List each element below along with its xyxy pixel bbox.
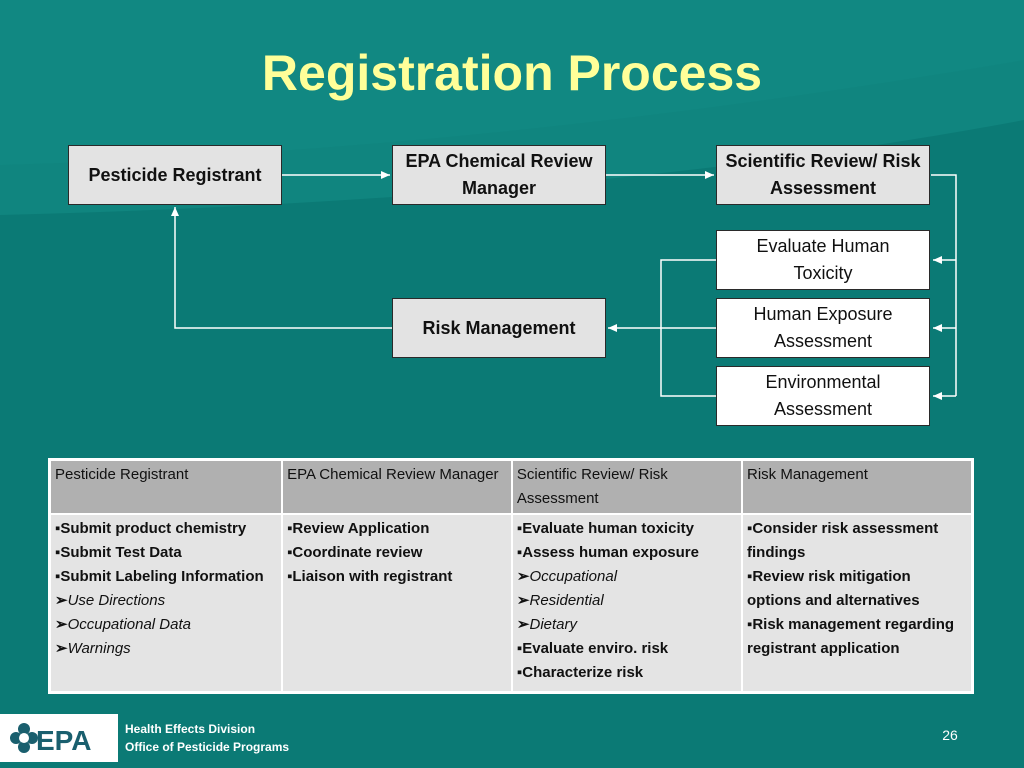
list-item: ▪Risk management regarding registrant ap…	[747, 616, 955, 657]
epa-flower-icon: EPA	[10, 723, 92, 756]
sub-list-item: ➢Warnings	[55, 640, 131, 657]
table-header: Scientific Review/ Risk Assessment	[510, 458, 744, 515]
list-item: ▪Assess human exposure	[516, 544, 699, 561]
box-human-exposure: Human Exposure Assessment	[716, 298, 930, 358]
list-item: ▪Evaluate human toxicity	[516, 520, 694, 537]
sub-list-item: ➢Use Directions	[55, 592, 166, 609]
table-row: ▪Submit product chemistry ▪Submit Test D…	[48, 513, 974, 694]
footer-bar	[0, 714, 1024, 768]
box-pesticide-registrant: Pesticide Registrant	[68, 145, 282, 205]
table-cell-registrant: ▪Submit product chemistry ▪Submit Test D…	[48, 513, 284, 694]
box-human-exposure-label: Human Exposure Assessment	[753, 304, 893, 351]
box-environmental-label: Environmental Assessment	[765, 372, 881, 419]
list-item: ▪Liaison with registrant	[287, 568, 453, 585]
box-human-toxicity-label: Evaluate Human Toxicity	[756, 236, 890, 283]
list-item: ▪Review Application	[287, 520, 430, 537]
box-scientific-review: Scientific Review/ Risk Assessment	[716, 145, 930, 205]
box-pesticide-registrant-label: Pesticide Registrant	[88, 164, 262, 185]
footer-line-2: Office of Pesticide Programs	[125, 740, 290, 754]
list-item: ▪Review risk mitigation options and alte…	[747, 568, 920, 609]
list-item: ▪Consider risk assessment findings	[747, 520, 939, 561]
sub-list-item: ➢Occupational Data	[55, 616, 191, 633]
table-header-row: Pesticide Registrant EPA Chemical Review…	[48, 458, 974, 515]
list-item: ▪Coordinate review	[287, 544, 423, 561]
list-item: ▪Submit Test Data	[55, 544, 182, 561]
box-human-toxicity: Evaluate Human Toxicity	[716, 230, 930, 290]
table-cell-risk: ▪Consider risk assessment findings ▪Revi…	[741, 513, 974, 694]
box-review-manager: EPA Chemical Review Manager	[392, 145, 606, 205]
page-number: 26	[942, 727, 958, 743]
sub-list-item: ➢Occupational	[516, 568, 618, 585]
box-risk-management-label: Risk Management	[422, 317, 576, 338]
list-item: ▪Evaluate enviro. risk	[516, 640, 669, 657]
table-cell-science: ▪Evaluate human toxicity ▪Assess human e…	[510, 513, 744, 694]
box-scientific-review-label: Scientific Review/ Risk Assessment	[725, 151, 921, 198]
table-cell-manager: ▪Review Application ▪Coordinate review ▪…	[281, 513, 513, 694]
list-item: ▪Submit product chemistry	[55, 520, 247, 537]
footer-text: Health Effects Division Office of Pestic…	[125, 720, 289, 756]
table-header: EPA Chemical Review Manager	[281, 458, 513, 515]
sub-list-item: ➢Residential	[516, 592, 604, 609]
summary-table: Pesticide Registrant EPA Chemical Review…	[48, 458, 974, 694]
box-risk-management: Risk Management	[392, 298, 606, 358]
sub-list-item: ➢Dietary	[516, 616, 577, 633]
footer-line-1: Health Effects Division	[125, 722, 256, 736]
list-item: ▪Characterize risk	[516, 664, 644, 681]
epa-logo: EPA	[0, 714, 118, 762]
slide-title: Registration Process	[261, 45, 763, 101]
box-environmental: Environmental Assessment	[716, 366, 930, 426]
box-review-manager-label: EPA Chemical Review Manager	[405, 151, 593, 198]
list-item: ▪Submit Labeling Information	[55, 568, 264, 585]
table-header: Pesticide Registrant	[48, 458, 284, 515]
table-header: Risk Management	[741, 458, 974, 515]
epa-logo-text: EPA	[36, 725, 92, 756]
